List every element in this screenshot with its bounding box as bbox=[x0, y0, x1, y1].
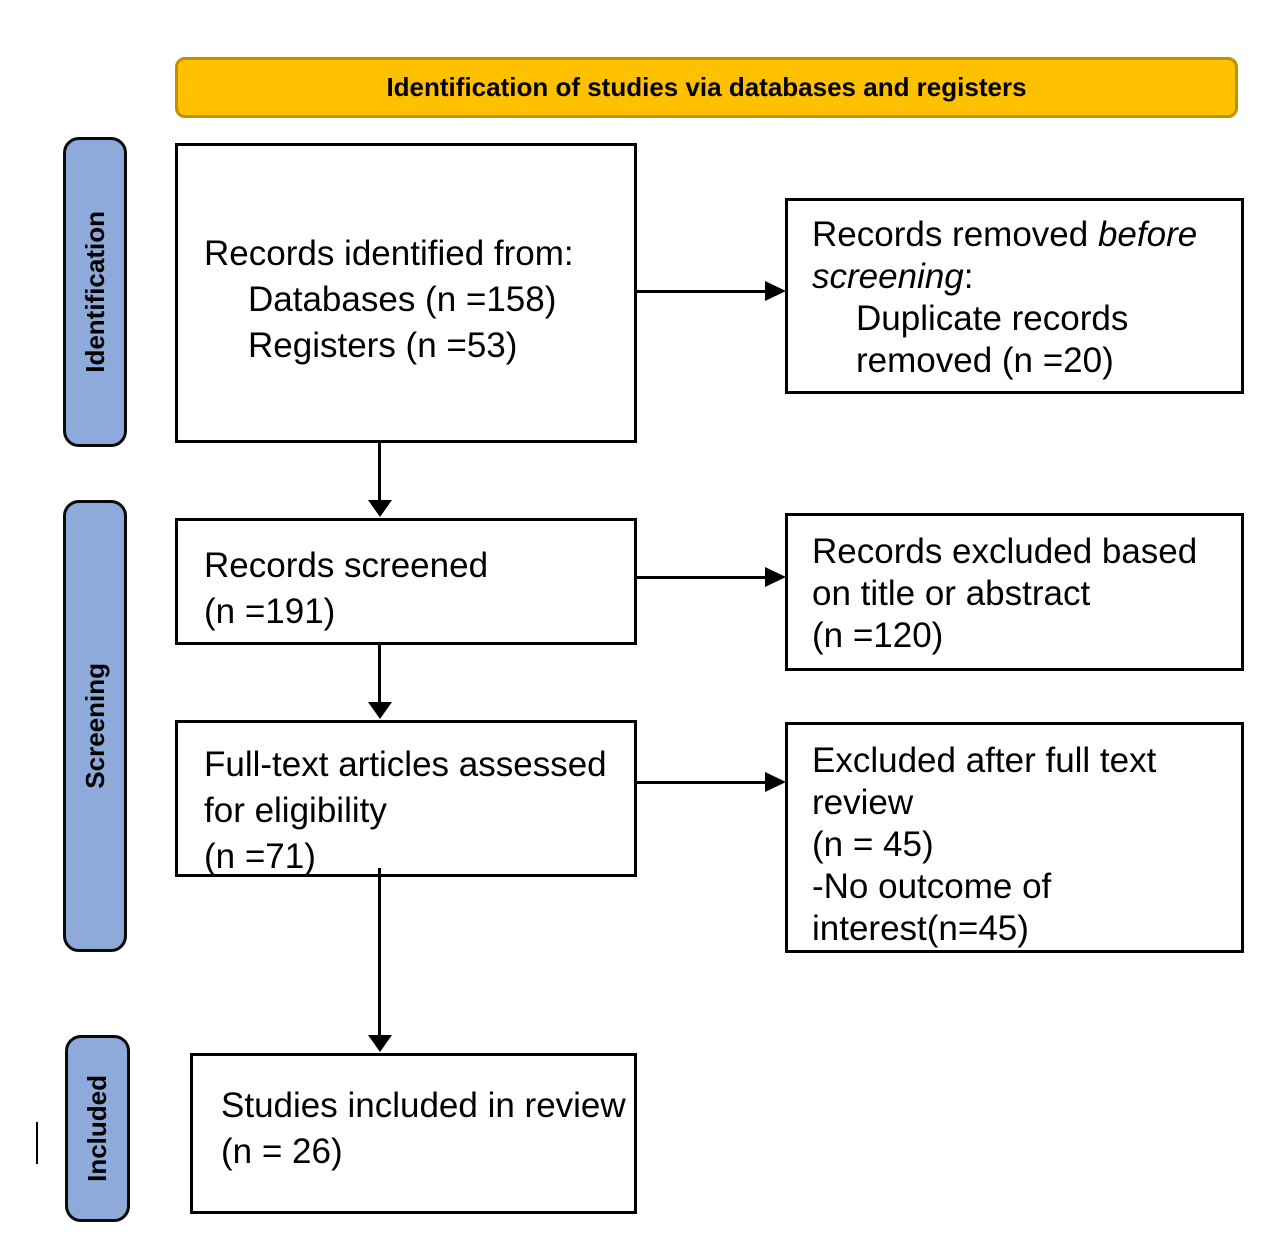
box-text-line: Records excluded based bbox=[812, 532, 1198, 571]
text-segment-italic: before bbox=[1097, 215, 1198, 254]
box-text-line: Records identified from: bbox=[204, 234, 574, 273]
stray-cursor-mark bbox=[36, 1122, 38, 1164]
box-text-line: (n =191) bbox=[204, 592, 336, 631]
arrow-head-icon bbox=[765, 772, 786, 792]
arrow-line bbox=[378, 868, 381, 1036]
box-records-screened: Records screened (n =191) bbox=[175, 518, 637, 645]
arrow-head-icon bbox=[368, 1035, 392, 1052]
box-fulltext-assessed: Full-text articles assessed for eligibil… bbox=[175, 720, 637, 877]
arrow-head-icon bbox=[368, 702, 392, 719]
box-text-line: review bbox=[812, 783, 914, 822]
box-text-line: on title or abstract bbox=[812, 574, 1091, 613]
box-text-line: Databases (n =158) bbox=[248, 280, 557, 319]
box-text-line: Duplicate records bbox=[856, 299, 1129, 338]
box-records-identified: Records identified from: Databases (n =1… bbox=[175, 143, 637, 443]
box-text-line: Excluded after full text bbox=[812, 741, 1157, 780]
arrow-head-icon bbox=[368, 500, 392, 517]
stage-included-label: Included bbox=[82, 1075, 112, 1182]
stage-included: Included bbox=[65, 1035, 130, 1222]
box-text-line: Studies included in review bbox=[221, 1086, 626, 1125]
stage-identification: Identification bbox=[63, 137, 127, 447]
box-excluded-fulltext: Excluded after full text review (n = 45)… bbox=[785, 722, 1244, 953]
box-records-excluded-title-abstract: Records excluded based on title or abstr… bbox=[785, 513, 1244, 671]
arrow-line bbox=[637, 576, 765, 579]
banner: Identification of studies via databases … bbox=[175, 57, 1238, 118]
stage-identification-label: Identification bbox=[79, 211, 110, 373]
stage-screening: Screening bbox=[63, 500, 127, 952]
arrow-head-icon bbox=[765, 281, 786, 301]
box-text-line: (n = 26) bbox=[221, 1132, 343, 1171]
box-records-removed: Records removed before screening: Duplic… bbox=[785, 198, 1244, 394]
box-text-line: Full-text articles assessed bbox=[204, 745, 607, 784]
banner-title: Identification of studies via databases … bbox=[386, 72, 1027, 102]
arrow-head-icon bbox=[765, 567, 786, 587]
arrow-line bbox=[378, 443, 381, 501]
box-text-line: for eligibility bbox=[204, 791, 387, 830]
box-studies-included: Studies included in review (n = 26) bbox=[190, 1053, 637, 1214]
box-text-line: removed (n =20) bbox=[856, 341, 1114, 380]
box-text-line: -No outcome of bbox=[812, 867, 1052, 906]
box-text-line: interest(n=45) bbox=[812, 909, 1029, 948]
text-segment: : bbox=[963, 257, 974, 296]
box-text-line: screening: bbox=[812, 256, 1235, 298]
box-text-line: (n =71) bbox=[204, 837, 316, 876]
box-text-line: (n = 45) bbox=[812, 825, 934, 864]
box-text-line: Records screened bbox=[204, 546, 489, 585]
arrow-line bbox=[378, 645, 381, 703]
text-segment: Records removed bbox=[812, 215, 1098, 254]
box-text-line: Registers (n =53) bbox=[248, 326, 518, 365]
text-segment-italic: screening bbox=[812, 257, 964, 296]
arrow-line bbox=[637, 781, 765, 784]
box-text-line: Records removed before bbox=[812, 214, 1235, 256]
stage-screening-label: Screening bbox=[79, 663, 110, 789]
arrow-line bbox=[637, 290, 765, 293]
box-text-line: (n =120) bbox=[812, 616, 944, 655]
